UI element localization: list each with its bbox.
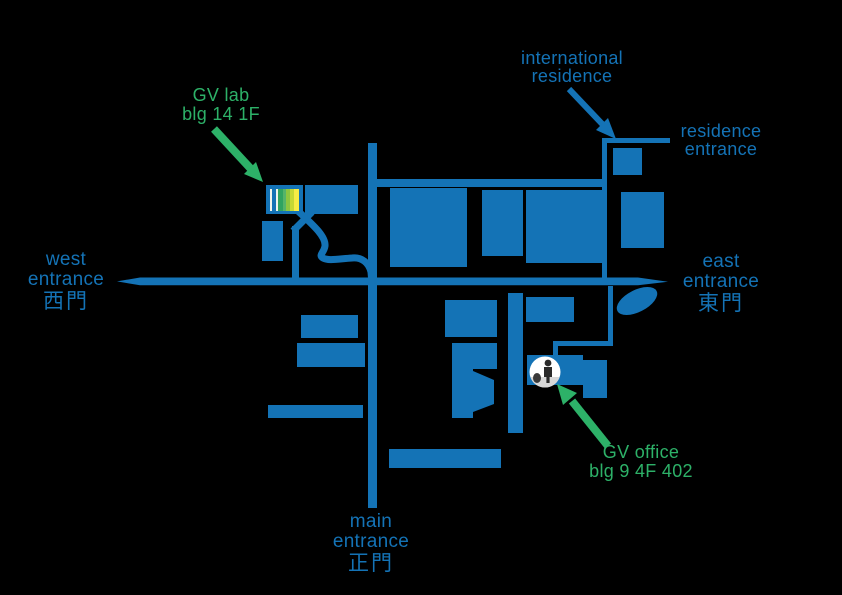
east-entrance-cjk: 東門: [698, 292, 744, 315]
main-entrance-line1: main: [349, 511, 393, 532]
building-f-arm: [473, 343, 497, 369]
building: [445, 300, 497, 337]
building: [390, 188, 467, 267]
gv-lab-stripe: [286, 189, 290, 211]
blue-arrow-icon: [566, 86, 616, 139]
international-residence-line2: residence: [531, 66, 613, 86]
gv-lab-label-line2: blg 14 1F: [182, 104, 260, 124]
building: [389, 449, 501, 468]
west-entrance-line1: west: [45, 249, 87, 270]
building: [305, 185, 358, 214]
building: [262, 221, 283, 261]
gv-office-arrow-head: [557, 384, 577, 405]
gv-lab-stripe: [283, 189, 286, 211]
road-residence-vertical: [602, 141, 607, 278]
road-residence-horizontal: [602, 138, 670, 143]
building: [526, 297, 574, 322]
road-to-gv-office-vertical: [553, 341, 558, 358]
international-residence-line1: international: [521, 48, 623, 68]
green-arrow-icon: [211, 126, 263, 182]
building: [297, 343, 365, 367]
building: [268, 405, 363, 418]
east-entrance-oval: [616, 287, 658, 315]
road-curvy-path: [295, 208, 376, 285]
gv-lab-arrow-head: [244, 162, 263, 182]
green-arrow-icon: [557, 384, 612, 449]
building: [482, 190, 523, 256]
building: [526, 190, 604, 263]
main-entrance-cjk: 正門: [348, 552, 394, 575]
gv-lab-label: GV lab blg 14 1F: [182, 86, 260, 124]
international-residence-arrow-shaft: [566, 86, 609, 131]
building-f-bar: [452, 343, 473, 418]
gv-office-label-line1: GV office: [602, 442, 680, 462]
residence-building: [613, 148, 642, 175]
east-entrance-line1: east: [702, 251, 740, 272]
person-bag: [533, 373, 541, 383]
gv-lab-building: [266, 185, 303, 214]
gv-office-label-line2: blg 9 4F 402: [589, 461, 693, 481]
road-gvlab-south: [292, 226, 299, 285]
residence-entrance-label: residence entrance: [681, 122, 762, 158]
person-photo-icon: [529, 356, 561, 388]
west-entrance-cjk: 西門: [43, 290, 89, 313]
gv-office-building-east: [583, 360, 607, 398]
east-entrance-line2: entrance: [682, 271, 760, 292]
west-entrance-line2: entrance: [27, 269, 105, 290]
international-residence-arrow-head: [596, 118, 616, 139]
person-head: [544, 359, 552, 367]
road-north: [372, 179, 606, 187]
building-f-wedge: [473, 371, 494, 412]
main-entrance-line2: entrance: [332, 531, 410, 552]
east-entrance-label: east entrance 東門: [683, 252, 759, 316]
building: [508, 293, 523, 433]
gv-lab-arrow-shaft: [211, 126, 254, 172]
gv-lab-stripe: [270, 189, 272, 211]
road-east-south: [608, 286, 613, 343]
gv-lab-stripe: [272, 189, 276, 211]
building: [621, 192, 664, 248]
international-residence-label: international residence: [521, 49, 623, 85]
gv-lab-stripe: [276, 189, 278, 211]
person-photo-ground: [529, 377, 561, 388]
gv-office-arrow-shaft: [568, 398, 612, 449]
person-body: [544, 367, 552, 383]
gv-lab-label-line1: GV lab: [192, 85, 250, 105]
gv-office-label: GV office blg 9 4F 402: [589, 443, 693, 481]
gv-lab-stripe: [278, 189, 283, 211]
main-entrance-label: main entrance 正門: [333, 512, 409, 576]
residence-entrance-line1: residence: [680, 121, 762, 141]
road-to-gv-office-horizontal: [553, 341, 613, 346]
residence-entrance-line2: entrance: [684, 139, 758, 159]
building-f-shape: [452, 343, 497, 418]
west-entrance-label: west entrance 西門: [28, 250, 104, 314]
road-west-east: [117, 277, 668, 286]
gv-lab-stripe: [290, 189, 294, 211]
road-main-entrance: [368, 143, 377, 508]
gv-lab-stripe: [294, 189, 299, 211]
building: [301, 315, 358, 338]
